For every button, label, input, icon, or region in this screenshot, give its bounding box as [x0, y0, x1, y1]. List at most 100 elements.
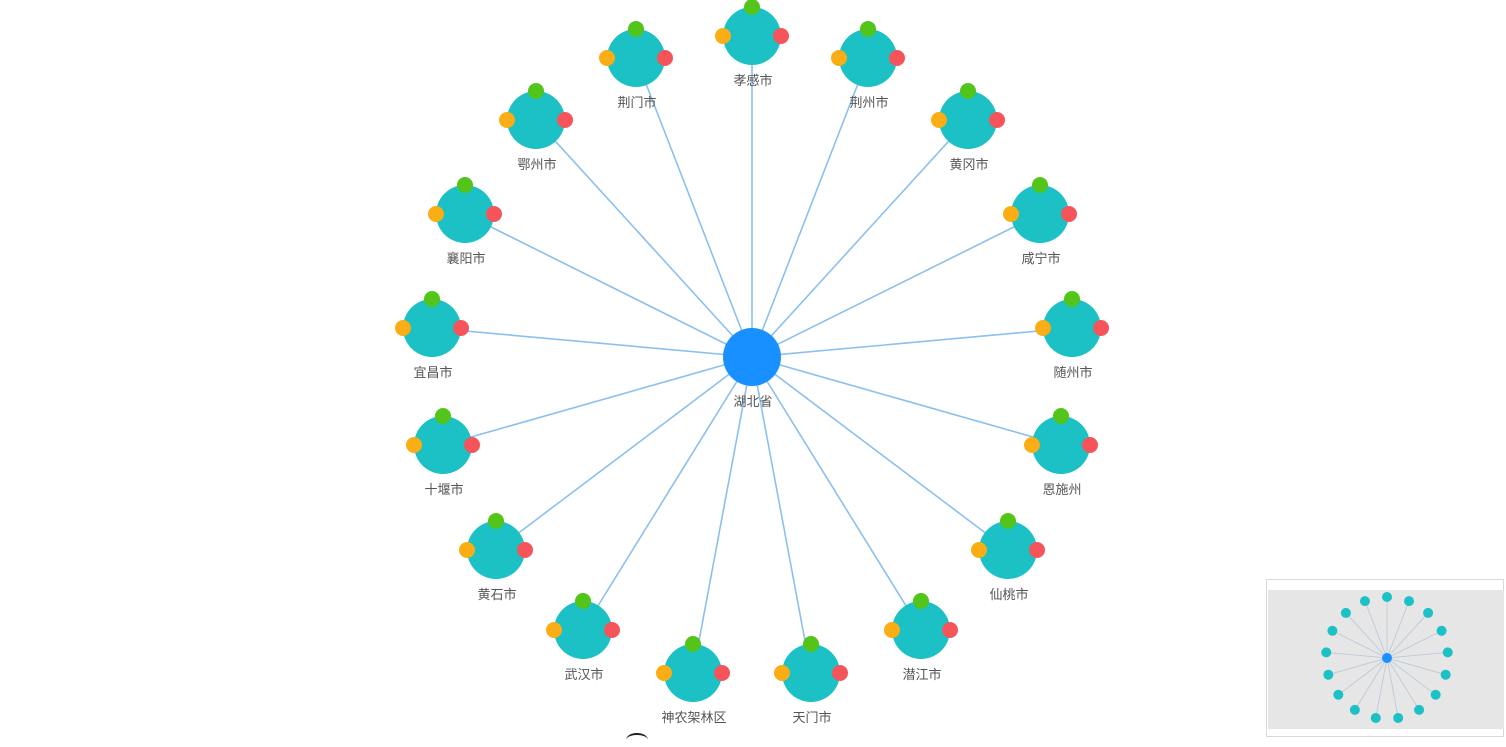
anchor-top-icon[interactable]	[575, 593, 591, 609]
anchor-right-icon[interactable]	[604, 622, 620, 638]
node-jingmen[interactable]: 荆门市	[599, 21, 673, 111]
edge-huangshi[interactable]	[495, 356, 753, 551]
edge-jingzhou[interactable]	[751, 57, 869, 358]
anchor-left-icon[interactable]	[499, 112, 515, 128]
anchor-right-icon[interactable]	[453, 320, 469, 336]
anchor-top-icon[interactable]	[424, 291, 440, 307]
anchor-right-icon[interactable]	[1093, 320, 1109, 336]
edge-enshi[interactable]	[751, 356, 1062, 446]
node-circle[interactable]	[607, 29, 665, 87]
edge-qianjiang[interactable]	[751, 356, 922, 631]
node-circle[interactable]	[939, 91, 997, 149]
anchor-top-icon[interactable]	[528, 83, 544, 99]
anchor-right-icon[interactable]	[773, 28, 789, 44]
edge-ezhou[interactable]	[535, 119, 753, 358]
anchor-left-icon[interactable]	[831, 50, 847, 66]
node-circle[interactable]	[723, 7, 781, 65]
anchor-right-icon[interactable]	[942, 622, 958, 638]
anchor-right-icon[interactable]	[832, 665, 848, 681]
edge-shennongjia[interactable]	[692, 356, 753, 674]
edge-wuhan[interactable]	[582, 356, 753, 631]
node-suizhou[interactable]: 随州市	[1035, 291, 1109, 381]
edge-tianmen[interactable]	[751, 356, 812, 674]
anchor-left-icon[interactable]	[1024, 437, 1040, 453]
node-circle[interactable]	[664, 644, 722, 702]
node-xiantao[interactable]: 仙桃市	[971, 513, 1045, 603]
anchor-right-icon[interactable]	[517, 542, 533, 558]
anchor-top-icon[interactable]	[803, 636, 819, 652]
anchor-left-icon[interactable]	[656, 665, 672, 681]
anchor-left-icon[interactable]	[395, 320, 411, 336]
node-xiangyang[interactable]: 襄阳市	[428, 177, 502, 267]
anchor-left-icon[interactable]	[931, 112, 947, 128]
anchor-top-icon[interactable]	[860, 21, 876, 37]
anchor-right-icon[interactable]	[1061, 206, 1077, 222]
anchor-right-icon[interactable]	[657, 50, 673, 66]
node-tianmen[interactable]: 天门市	[774, 636, 848, 726]
edge-yichang[interactable]	[431, 327, 753, 358]
node-enshi[interactable]: 恩施州	[1024, 408, 1098, 498]
anchor-left-icon[interactable]	[884, 622, 900, 638]
node-circle[interactable]	[403, 299, 461, 357]
anchor-right-icon[interactable]	[1029, 542, 1045, 558]
anchor-top-icon[interactable]	[1053, 408, 1069, 424]
anchor-left-icon[interactable]	[715, 28, 731, 44]
node-shennongjia[interactable]: 神农架林区	[656, 636, 730, 726]
edge-suizhou[interactable]	[751, 327, 1073, 358]
anchor-top-icon[interactable]	[744, 0, 760, 15]
anchor-left-icon[interactable]	[971, 542, 987, 558]
node-circle[interactable]	[1043, 299, 1101, 357]
node-wuhan[interactable]: 武汉市	[546, 593, 620, 683]
anchor-right-icon[interactable]	[714, 665, 730, 681]
node-circle[interactable]	[1011, 185, 1069, 243]
anchor-right-icon[interactable]	[889, 50, 905, 66]
root-node-circle[interactable]	[723, 328, 781, 386]
node-circle[interactable]	[892, 601, 950, 659]
node-xiaogan[interactable]: 孝感市	[715, 0, 789, 89]
node-yichang[interactable]: 宜昌市	[395, 291, 469, 381]
node-jingzhou[interactable]: 荆州市	[831, 21, 905, 111]
node-qianjiang[interactable]: 潜江市	[884, 593, 958, 683]
anchor-top-icon[interactable]	[960, 83, 976, 99]
anchor-top-icon[interactable]	[1064, 291, 1080, 307]
anchor-top-icon[interactable]	[435, 408, 451, 424]
node-circle[interactable]	[839, 29, 897, 87]
anchor-left-icon[interactable]	[1035, 320, 1051, 336]
anchor-top-icon[interactable]	[488, 513, 504, 529]
node-huangshi[interactable]: 黄石市	[459, 513, 533, 603]
anchor-right-icon[interactable]	[1082, 437, 1098, 453]
anchor-top-icon[interactable]	[1032, 177, 1048, 193]
node-circle[interactable]	[414, 416, 472, 474]
node-shiyan[interactable]: 十堰市	[406, 408, 480, 498]
node-circle[interactable]	[554, 601, 612, 659]
minimap[interactable]	[1266, 579, 1504, 737]
edge-xiangyang[interactable]	[464, 213, 753, 358]
anchor-right-icon[interactable]	[557, 112, 573, 128]
edge-shiyan[interactable]	[442, 356, 753, 446]
anchor-right-icon[interactable]	[486, 206, 502, 222]
edge-xiantao[interactable]	[751, 356, 1009, 551]
anchor-top-icon[interactable]	[457, 177, 473, 193]
anchor-top-icon[interactable]	[913, 593, 929, 609]
edge-huanggang[interactable]	[751, 119, 969, 358]
node-circle[interactable]	[436, 185, 494, 243]
anchor-left-icon[interactable]	[599, 50, 615, 66]
node-circle[interactable]	[467, 521, 525, 579]
node-circle[interactable]	[1032, 416, 1090, 474]
node-circle[interactable]	[507, 91, 565, 149]
edge-jingmen[interactable]	[635, 57, 753, 358]
node-xianning[interactable]: 咸宁市	[1003, 177, 1077, 267]
anchor-right-icon[interactable]	[464, 437, 480, 453]
anchor-left-icon[interactable]	[428, 206, 444, 222]
anchor-top-icon[interactable]	[628, 21, 644, 37]
anchor-left-icon[interactable]	[459, 542, 475, 558]
edge-xianning[interactable]	[751, 213, 1041, 358]
anchor-left-icon[interactable]	[406, 437, 422, 453]
anchor-left-icon[interactable]	[774, 665, 790, 681]
node-circle[interactable]	[782, 644, 840, 702]
anchor-left-icon[interactable]	[1003, 206, 1019, 222]
anchor-right-icon[interactable]	[989, 112, 1005, 128]
anchor-top-icon[interactable]	[1000, 513, 1016, 529]
node-hubei[interactable]: 湖北省	[723, 328, 781, 410]
